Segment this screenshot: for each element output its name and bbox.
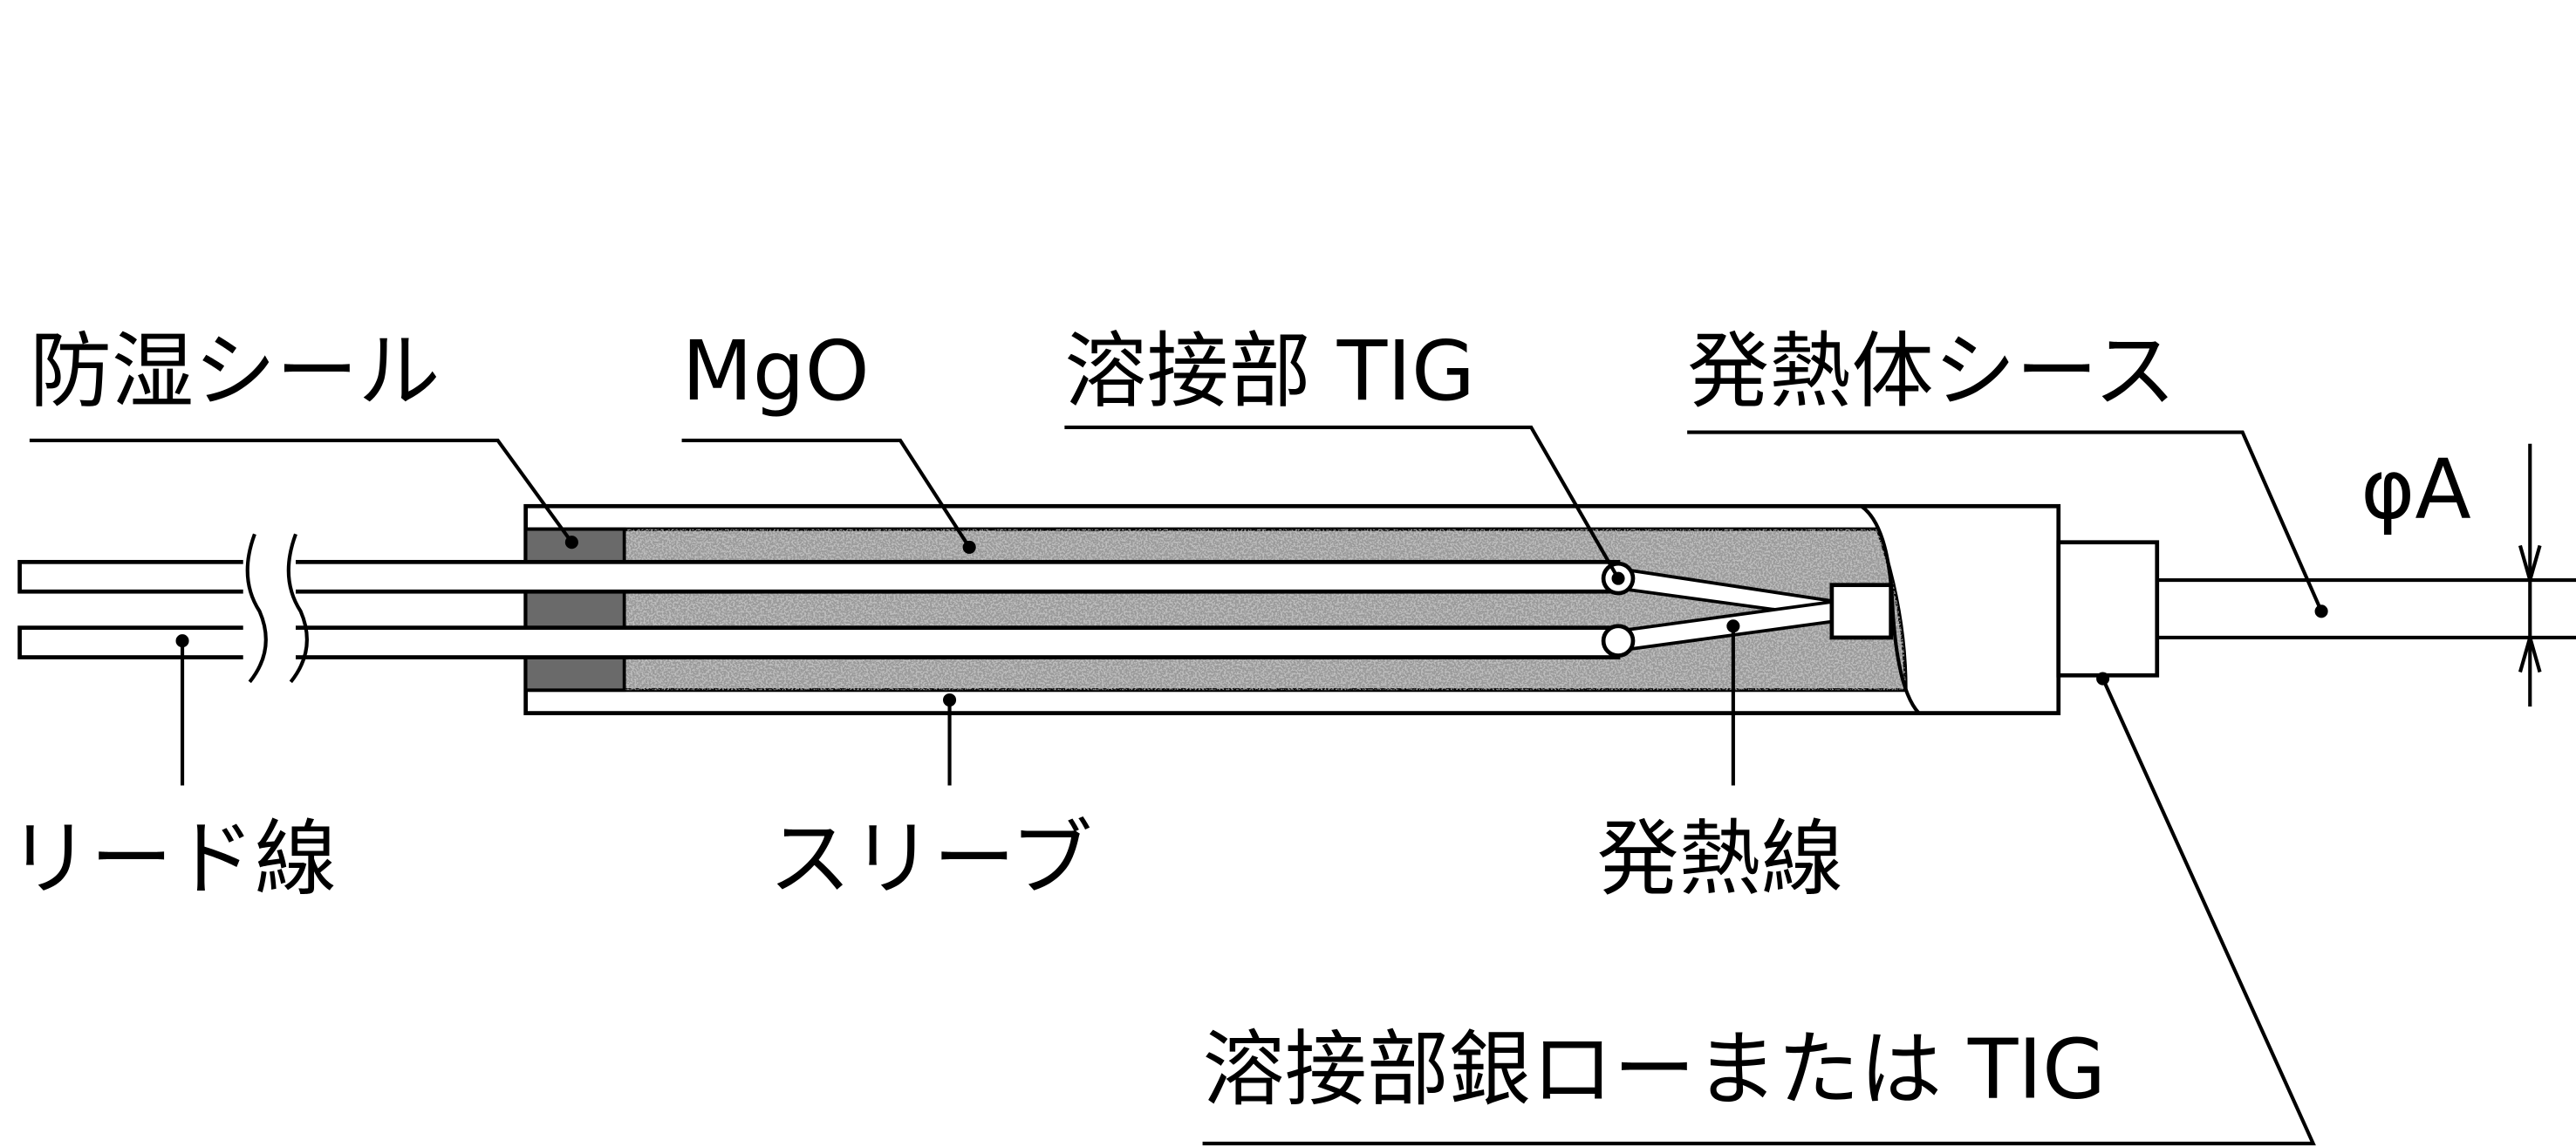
heater-sheath xyxy=(2156,577,2576,640)
label-moisture-seal: 防湿シール xyxy=(30,324,441,420)
label-heater-sheath: 発熱体シース xyxy=(1687,324,2176,420)
weld-joint xyxy=(2056,540,2160,678)
label-weld-tig: 溶接部 TIG xyxy=(1064,324,1475,420)
label-mgo: MgO xyxy=(682,324,870,420)
moisture-seal xyxy=(523,527,626,693)
label-lead-wire: リード線 xyxy=(8,812,337,907)
diameter-dimension xyxy=(2518,443,2542,707)
mgo-filler xyxy=(523,527,1908,693)
leader-lines xyxy=(29,425,2328,1146)
label-heating-wire: 発熱線 xyxy=(1597,812,1843,907)
label-weld-silver-or-tig: 溶接部銀ローまたは TIG xyxy=(1203,1022,2107,1117)
label-diameter: φA xyxy=(2361,442,2471,537)
label-sleeve: スリーブ xyxy=(769,812,1092,907)
lead-wires xyxy=(17,533,1621,684)
